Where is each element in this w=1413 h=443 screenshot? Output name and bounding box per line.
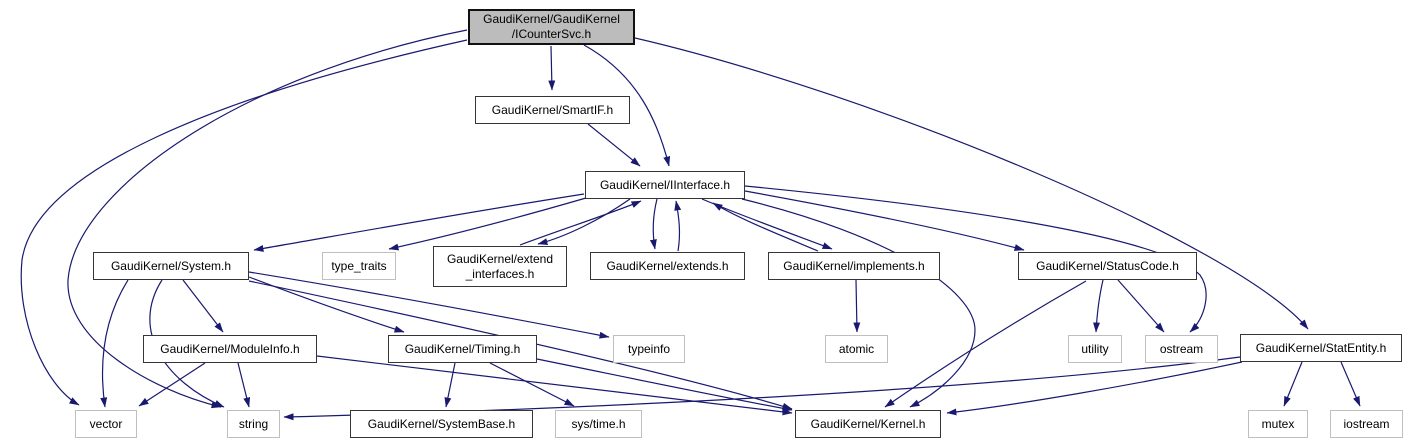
edge-statuscode-to-utility	[1093, 279, 1104, 333]
edge-iinterface-to-extend_interfaces	[537, 198, 631, 246]
edge-iinterface-to-extends	[649, 198, 658, 250]
node-extends[interactable]: GaudiKernel/extends.h	[590, 252, 745, 280]
node-ostream: ostream	[1145, 335, 1218, 363]
node-systime: sys/time.h	[555, 410, 642, 438]
node-statentity[interactable]: GaudiKernel/StatEntity.h	[1240, 334, 1402, 362]
edge-implements-to-iinterface	[712, 202, 819, 252]
node-timing[interactable]: GaudiKernel/Timing.h	[388, 335, 537, 363]
edge-statentity-to-string	[283, 356, 1241, 421]
edge-statuscode-to-kernel	[884, 280, 1087, 408]
node-smartif[interactable]: GaudiKernel/SmartIF.h	[475, 96, 630, 124]
node-statuscode[interactable]: GaudiKernel/StatusCode.h	[1018, 252, 1197, 280]
node-string: string	[227, 410, 280, 438]
edge-statuscode-to-ostream	[1117, 279, 1165, 333]
edge-system-to-vector	[100, 279, 129, 408]
edge-system-to-moduleinfo	[182, 279, 224, 333]
edge-moduleinfo-to-vector	[138, 362, 206, 407]
edge-iinterface-to-type_traits	[388, 197, 587, 251]
edge-moduleinfo-to-kernel	[316, 355, 793, 416]
edge-system-to-timing	[248, 276, 405, 333]
edge-iinterface-to-system	[253, 193, 585, 252]
node-iostream: iostream	[1330, 410, 1403, 438]
edge-timing-to-systembase	[444, 362, 456, 408]
edge-iinterface-to-kernel	[741, 198, 976, 408]
node-utility: utility	[1068, 335, 1122, 363]
node-mutex: mutex	[1248, 410, 1308, 438]
node-atomic: atomic	[825, 335, 888, 363]
node-moduleinfo[interactable]: GaudiKernel/ModuleInfo.h	[143, 335, 317, 363]
edge-implements-to-atomic	[853, 279, 861, 333]
edge-statentity-to-mutex	[1283, 361, 1303, 407]
node-extend_interfaces[interactable]: GaudiKernel/extend _interfaces.h	[433, 246, 567, 287]
node-system[interactable]: GaudiKernel/System.h	[93, 252, 249, 280]
edge-extends-to-iinterface	[674, 200, 682, 252]
edge-extend_interfaces-to-iinterface	[519, 200, 642, 246]
edge-statentity-to-kernel	[946, 361, 1243, 416]
edge-moduleinfo-to-string	[237, 362, 251, 408]
node-typeinfo: typeinfo	[613, 335, 685, 363]
edge-icountersvc-to-smartif	[548, 45, 556, 91]
node-systembase[interactable]: GaudiKernel/SystemBase.h	[350, 410, 533, 438]
node-vector: vector	[75, 410, 137, 438]
node-iinterface[interactable]: GaudiKernel/IInterface.h	[585, 171, 745, 199]
edge-iinterface-to-statuscode	[744, 190, 1025, 251]
edge-timing-to-systime	[489, 362, 575, 407]
node-kernel[interactable]: GaudiKernel/Kernel.h	[795, 410, 941, 438]
edge-timing-to-kernel	[536, 358, 793, 412]
node-icountersvc: GaudiKernel/GaudiKernel /ICounterSvc.h	[468, 9, 635, 45]
edge-smartif-to-iinterface	[587, 123, 641, 167]
edge-statentity-to-iostream	[1340, 361, 1361, 407]
edge-iinterface-to-implements	[701, 198, 833, 250]
node-type_traits: type_traits	[322, 252, 396, 280]
node-implements[interactable]: GaudiKernel/implements.h	[768, 252, 940, 280]
